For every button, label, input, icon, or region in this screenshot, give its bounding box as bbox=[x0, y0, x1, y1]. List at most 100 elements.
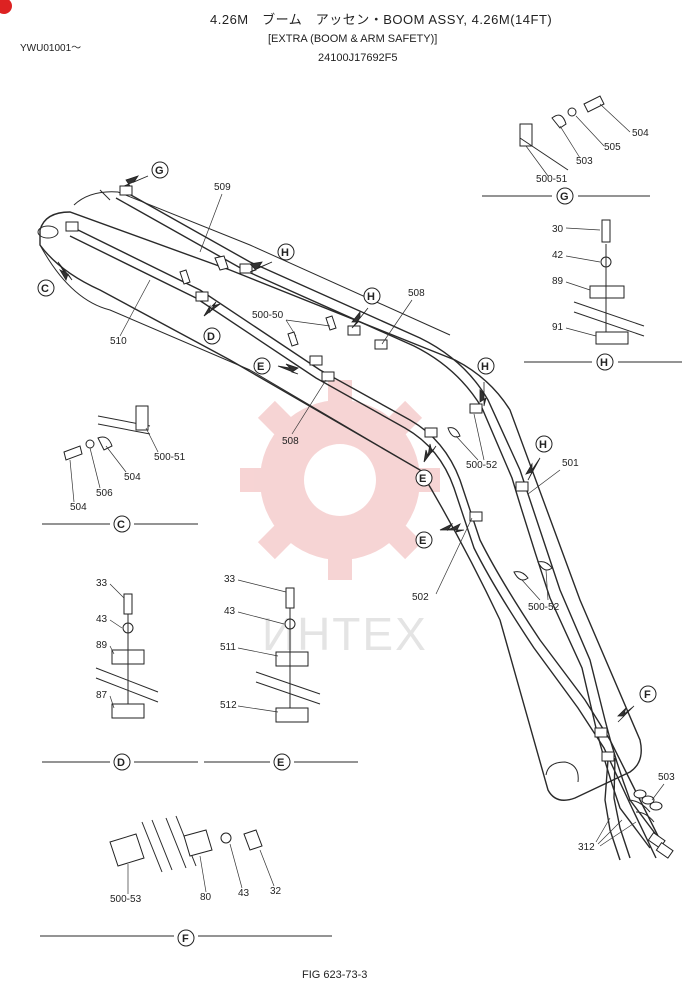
label-f-43: 43 bbox=[238, 888, 250, 899]
label-e-512: 512 bbox=[220, 700, 237, 711]
callout-arrow-icon bbox=[423, 443, 437, 463]
callout-arrow-icon bbox=[277, 363, 299, 375]
hose-clamps bbox=[65, 185, 615, 762]
detail-d: 33 43 89 87 D bbox=[42, 578, 198, 771]
label-g-503: 503 bbox=[576, 156, 593, 167]
section-circle-icon bbox=[113, 753, 131, 771]
section-circle-icon bbox=[113, 515, 131, 533]
label-h-91: 91 bbox=[552, 322, 564, 333]
label-508-lower: 508 bbox=[282, 436, 299, 447]
figure-number: FIG 623-73-3 bbox=[302, 969, 367, 981]
callout-letter-e: E bbox=[257, 361, 264, 373]
callout-arrow-icon bbox=[203, 301, 221, 317]
bolt-icon bbox=[285, 587, 295, 609]
detail-c: 500-51 504 506 504 C bbox=[42, 405, 198, 533]
part-number: 24100J17692F5 bbox=[318, 52, 398, 64]
label-500-52-upper: 500-52 bbox=[466, 460, 498, 471]
callout-letter-g: G bbox=[155, 165, 164, 177]
section-circle-icon bbox=[415, 469, 433, 487]
title: 4.26M ブーム アッセン・BOOM ASSY, 4.26M(14FT) bbox=[210, 12, 552, 27]
washer-icon bbox=[85, 439, 95, 449]
section-circle-icon bbox=[177, 929, 195, 947]
washer-icon bbox=[220, 832, 232, 844]
bolt-icon bbox=[243, 829, 263, 851]
label-h-30: 30 bbox=[552, 224, 564, 235]
label-h-89: 89 bbox=[552, 276, 564, 287]
callout-arrow-icon bbox=[479, 382, 487, 407]
callout-arrow-icon bbox=[123, 175, 149, 187]
detail-g: 504 505 503 500-51 G bbox=[482, 95, 650, 205]
section-circle-icon bbox=[535, 435, 553, 453]
detail-f: 500-53 80 43 32 F bbox=[40, 815, 332, 947]
callout-letter-h: H bbox=[600, 357, 608, 369]
label-c-506: 506 bbox=[96, 488, 113, 499]
serial-number: YWU01001〜 bbox=[20, 43, 81, 54]
callout-letter-f: F bbox=[644, 689, 651, 701]
callout-letter-d: D bbox=[117, 757, 125, 769]
label-500-52-lower: 500-52 bbox=[528, 602, 560, 613]
callout-letter-e: E bbox=[419, 535, 426, 547]
clamp-icon bbox=[135, 405, 149, 431]
clamp-icon bbox=[109, 833, 145, 867]
watermark-gear-icon bbox=[240, 380, 440, 580]
section-circle-icon bbox=[277, 243, 295, 261]
label-502: 502 bbox=[412, 592, 429, 603]
subtitle: [EXTRA (BOOM & ARM SAFETY)] bbox=[268, 33, 437, 45]
callout-letter-c: C bbox=[41, 283, 49, 295]
section-circle-icon bbox=[363, 287, 381, 305]
callout-arrow-icon bbox=[249, 261, 273, 273]
callout-letter-c: C bbox=[117, 519, 125, 531]
detail-e: 33 43 511 512 E bbox=[204, 574, 358, 771]
clamp-icon bbox=[519, 123, 533, 147]
section-circle-icon bbox=[415, 531, 433, 549]
label-509: 509 bbox=[214, 182, 231, 193]
callout-arrow-icon bbox=[617, 705, 635, 723]
label-501: 501 bbox=[562, 458, 579, 469]
label-g-505: 505 bbox=[604, 142, 621, 153]
section-circle-icon bbox=[596, 353, 614, 371]
label-c-500-51: 500-51 bbox=[154, 452, 186, 463]
clamp-icon bbox=[275, 651, 309, 667]
detail-h: 30 42 89 91 H bbox=[524, 219, 682, 371]
callout-letter-d: D bbox=[207, 331, 215, 343]
label-508: 508 bbox=[408, 288, 425, 299]
section-circle-icon bbox=[203, 327, 221, 345]
callout-arrow-icon bbox=[57, 261, 73, 281]
callout-letter-h: H bbox=[281, 247, 289, 259]
callout-arrow-icon bbox=[439, 522, 465, 533]
section-circle-icon bbox=[556, 187, 574, 205]
label-503-main: 503 bbox=[658, 772, 675, 783]
label-d-87: 87 bbox=[96, 690, 108, 701]
corner-mark-icon bbox=[0, 0, 12, 14]
label-f-500-53: 500-53 bbox=[110, 894, 142, 905]
hose-lines bbox=[69, 189, 666, 861]
section-circle-icon bbox=[151, 161, 169, 179]
bolt-icon bbox=[601, 219, 611, 243]
section-circle-icon bbox=[477, 357, 495, 375]
callout-arrows bbox=[57, 175, 635, 723]
label-312: 312 bbox=[578, 842, 595, 853]
label-d-43: 43 bbox=[96, 614, 108, 625]
section-circle-icon bbox=[639, 685, 657, 703]
label-f-80: 80 bbox=[200, 892, 212, 903]
bolt-icon bbox=[63, 445, 83, 461]
label-h-42: 42 bbox=[552, 250, 564, 261]
label-d-89: 89 bbox=[96, 640, 108, 651]
clamp-icon bbox=[589, 285, 625, 299]
label-e-33: 33 bbox=[224, 574, 236, 585]
section-circle-icon bbox=[273, 753, 291, 771]
washer-icon bbox=[567, 107, 577, 117]
callout-letter-h: H bbox=[367, 291, 375, 303]
label-f-32: 32 bbox=[270, 886, 282, 897]
section-circle-icon bbox=[37, 279, 55, 297]
label-g-504: 504 bbox=[632, 128, 649, 139]
callout-letter-h: H bbox=[481, 361, 489, 373]
hose-end-fittings bbox=[627, 789, 674, 859]
label-c-504-right: 504 bbox=[124, 472, 141, 483]
callout-letter-f: F bbox=[182, 933, 189, 945]
bolt-icon bbox=[583, 95, 605, 113]
bolt-icon bbox=[123, 593, 133, 615]
watermark-text: ИНТЕХ bbox=[262, 608, 428, 660]
callout-letter-e: E bbox=[277, 757, 284, 769]
